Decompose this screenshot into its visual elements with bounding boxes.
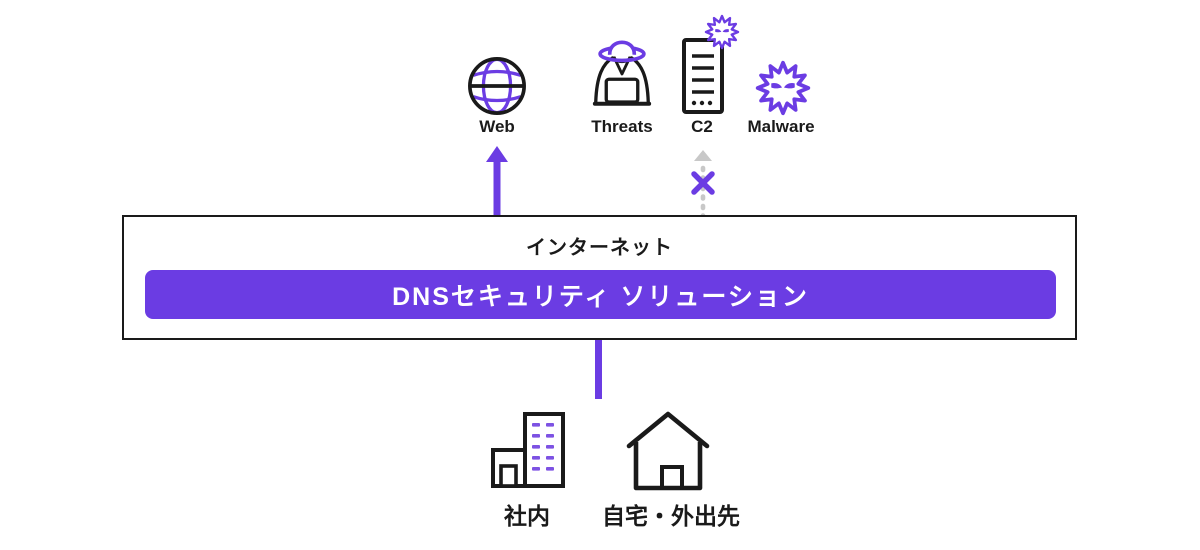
home-remote-label: 自宅・外出先 xyxy=(602,503,740,529)
web-label: Web xyxy=(479,117,515,136)
block-x-icon xyxy=(691,171,715,195)
internet-label: インターネット xyxy=(526,237,673,259)
web-globe-icon xyxy=(468,57,526,115)
c2-label: C2 xyxy=(691,117,713,136)
allowed-traffic-arrow xyxy=(486,146,508,216)
c2-server-icon xyxy=(682,38,724,114)
home-icon xyxy=(626,411,710,491)
malware-virus-icon xyxy=(755,60,811,116)
office-building-icon xyxy=(491,412,565,488)
c2-virus-icon xyxy=(704,14,740,50)
internet-box: インターネット DNSセキュリティ ソリューション xyxy=(122,215,1077,340)
office-label: 社内 xyxy=(504,503,550,529)
connector-line xyxy=(595,340,602,399)
dns-security-bar: DNSセキュリティ ソリューション xyxy=(145,270,1056,319)
threats-label: Threats xyxy=(591,117,653,136)
threats-hacker-icon xyxy=(592,40,652,106)
blocked-traffic-arrow xyxy=(694,150,712,216)
malware-label: Malware xyxy=(747,117,815,136)
dns-security-label: DNSセキュリティ ソリューション xyxy=(392,282,809,311)
